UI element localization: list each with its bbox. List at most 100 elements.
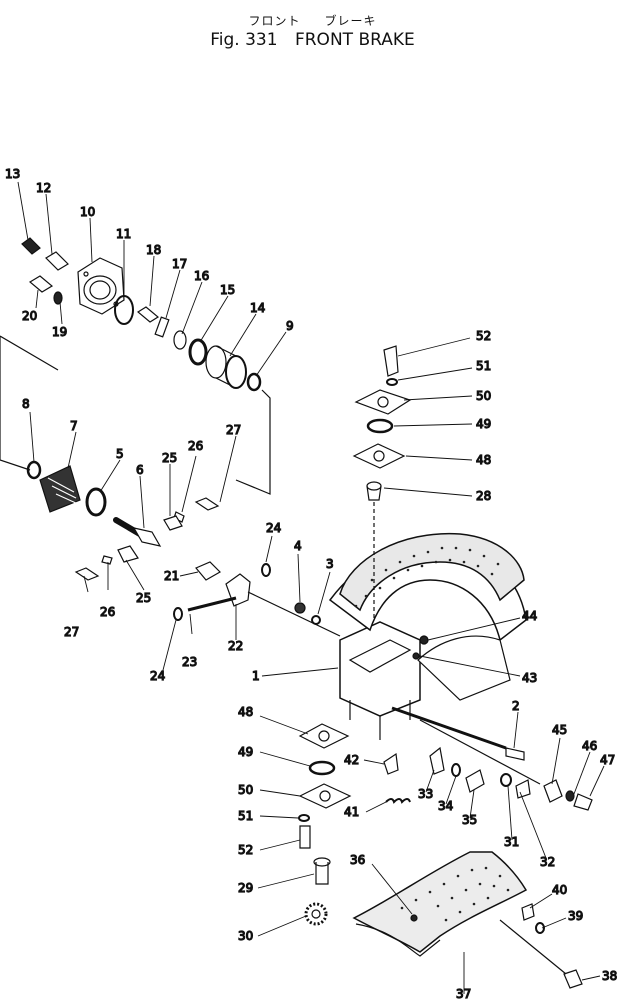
japanese-brake-label: ブレーキ bbox=[324, 14, 377, 28]
part-27-bolt-upper bbox=[194, 497, 220, 511]
part-49-bearing-bottom bbox=[308, 760, 336, 776]
callout-21: 21 bbox=[164, 569, 179, 583]
part-45-nut bbox=[543, 779, 563, 803]
part-50-flange-bottom bbox=[298, 783, 352, 809]
shoe-bolt-line bbox=[499, 919, 567, 975]
part-48-plate-bottom bbox=[298, 723, 350, 749]
callout-22: 22 bbox=[228, 639, 243, 653]
part-51-washer-top bbox=[386, 378, 398, 386]
callout-6: 6 bbox=[136, 463, 144, 477]
part-26-pin-lower bbox=[101, 555, 113, 565]
callout-24-upper: 24 bbox=[266, 521, 281, 535]
callout-38: 38 bbox=[602, 969, 617, 983]
part-17-plate bbox=[154, 316, 170, 338]
part-38-bolt bbox=[563, 969, 583, 989]
callout-39: 39 bbox=[568, 909, 583, 923]
figure-name: FRONT BRAKE bbox=[294, 30, 415, 50]
callout-29: 29 bbox=[238, 881, 253, 895]
callout-34: 34 bbox=[438, 799, 453, 813]
part-21-block bbox=[195, 561, 221, 581]
callout-20: 20 bbox=[22, 309, 37, 323]
part-9-ring bbox=[246, 372, 262, 392]
callout-13: 13 bbox=[5, 167, 20, 181]
part-40-nut bbox=[521, 903, 535, 921]
part-5-ring bbox=[85, 487, 107, 517]
rod-extension-line bbox=[419, 719, 541, 785]
callout-26-upper: 26 bbox=[188, 439, 203, 453]
part-42-bolt bbox=[383, 752, 399, 775]
part-39-washer bbox=[535, 922, 545, 934]
callout-14: 14 bbox=[250, 301, 265, 315]
part-25-clip-lower bbox=[117, 545, 139, 563]
part-23-pin bbox=[187, 596, 237, 612]
part-35-pin bbox=[465, 769, 485, 793]
callout-51-top: 51 bbox=[476, 359, 491, 373]
callout-37: 37 bbox=[456, 987, 471, 1001]
callout-27-lower: 27 bbox=[64, 625, 79, 639]
japanese-caption: フロント ブレーキ bbox=[0, 12, 625, 29]
part-24-washer-right bbox=[261, 563, 271, 577]
callout-11: 11 bbox=[116, 227, 131, 241]
callout-52-top: 52 bbox=[476, 329, 491, 343]
callout-10: 10 bbox=[80, 205, 95, 219]
part-24-washer-left bbox=[173, 607, 183, 621]
part-37-lower-brake-shoe bbox=[352, 851, 528, 957]
part-4-nut bbox=[294, 602, 306, 614]
callout-47: 47 bbox=[600, 753, 615, 767]
callout-23: 23 bbox=[182, 655, 197, 669]
callout-43: 43 bbox=[522, 671, 537, 685]
callout-49-bottom: 49 bbox=[238, 745, 253, 759]
callout-31: 31 bbox=[504, 835, 519, 849]
part-22-bracket bbox=[225, 573, 341, 637]
callout-19: 19 bbox=[52, 325, 67, 339]
part-50-flange-top bbox=[354, 389, 412, 415]
callout-35: 35 bbox=[462, 813, 477, 827]
assembly-bracket-left bbox=[0, 335, 59, 471]
part-10-caliper-housing bbox=[77, 257, 125, 315]
callout-46: 46 bbox=[582, 739, 597, 753]
callout-3: 3 bbox=[326, 557, 334, 571]
callout-25-upper: 25 bbox=[162, 451, 177, 465]
callout-7: 7 bbox=[70, 419, 78, 433]
callout-32: 32 bbox=[540, 855, 555, 869]
callout-16: 16 bbox=[194, 269, 209, 283]
part-41-spring bbox=[385, 798, 411, 804]
part-27-bolt-lower bbox=[74, 567, 100, 581]
callout-51-bottom: 51 bbox=[238, 809, 253, 823]
part-51-washer-bottom bbox=[298, 814, 310, 822]
parts-layer bbox=[0, 237, 593, 989]
callout-8: 8 bbox=[22, 397, 30, 411]
callout-45: 45 bbox=[552, 723, 567, 737]
figure-number: Fig. 331 bbox=[210, 30, 278, 50]
callout-17: 17 bbox=[172, 257, 187, 271]
callout-48-top: 48 bbox=[476, 453, 491, 467]
callout-28: 28 bbox=[476, 489, 491, 503]
part-52-bolt-bottom bbox=[299, 825, 311, 849]
part-31-ring bbox=[500, 773, 512, 787]
callout-40: 40 bbox=[552, 883, 567, 897]
callout-labels: 13 12 10 11 18 17 16 15 14 9 20 19 8 7 5… bbox=[4, 166, 617, 1001]
callout-26-lower: 26 bbox=[100, 605, 115, 619]
callout-1: 1 bbox=[252, 669, 260, 683]
callout-36: 36 bbox=[350, 853, 365, 867]
assembly-bracket-right bbox=[235, 389, 271, 495]
part-29-pin bbox=[313, 857, 331, 885]
part-16-disc bbox=[173, 330, 187, 350]
callout-50-top: 50 bbox=[476, 389, 491, 403]
callout-4: 4 bbox=[294, 539, 302, 553]
part-13-cap bbox=[21, 237, 41, 255]
callout-15: 15 bbox=[220, 283, 235, 297]
part-32-bolt bbox=[515, 779, 531, 799]
callout-52-bottom: 52 bbox=[238, 843, 253, 857]
part-14-piston bbox=[205, 345, 247, 389]
part-52-bolt-top bbox=[383, 345, 399, 377]
part-7-dust-boot bbox=[39, 465, 81, 513]
callout-44: 44 bbox=[522, 609, 537, 623]
part-6-pin bbox=[113, 517, 162, 547]
callout-49-top: 49 bbox=[476, 417, 491, 431]
upper-brake-shoe-lining bbox=[339, 532, 525, 612]
part-48-plate-top bbox=[352, 443, 406, 469]
callout-2: 2 bbox=[512, 699, 520, 713]
